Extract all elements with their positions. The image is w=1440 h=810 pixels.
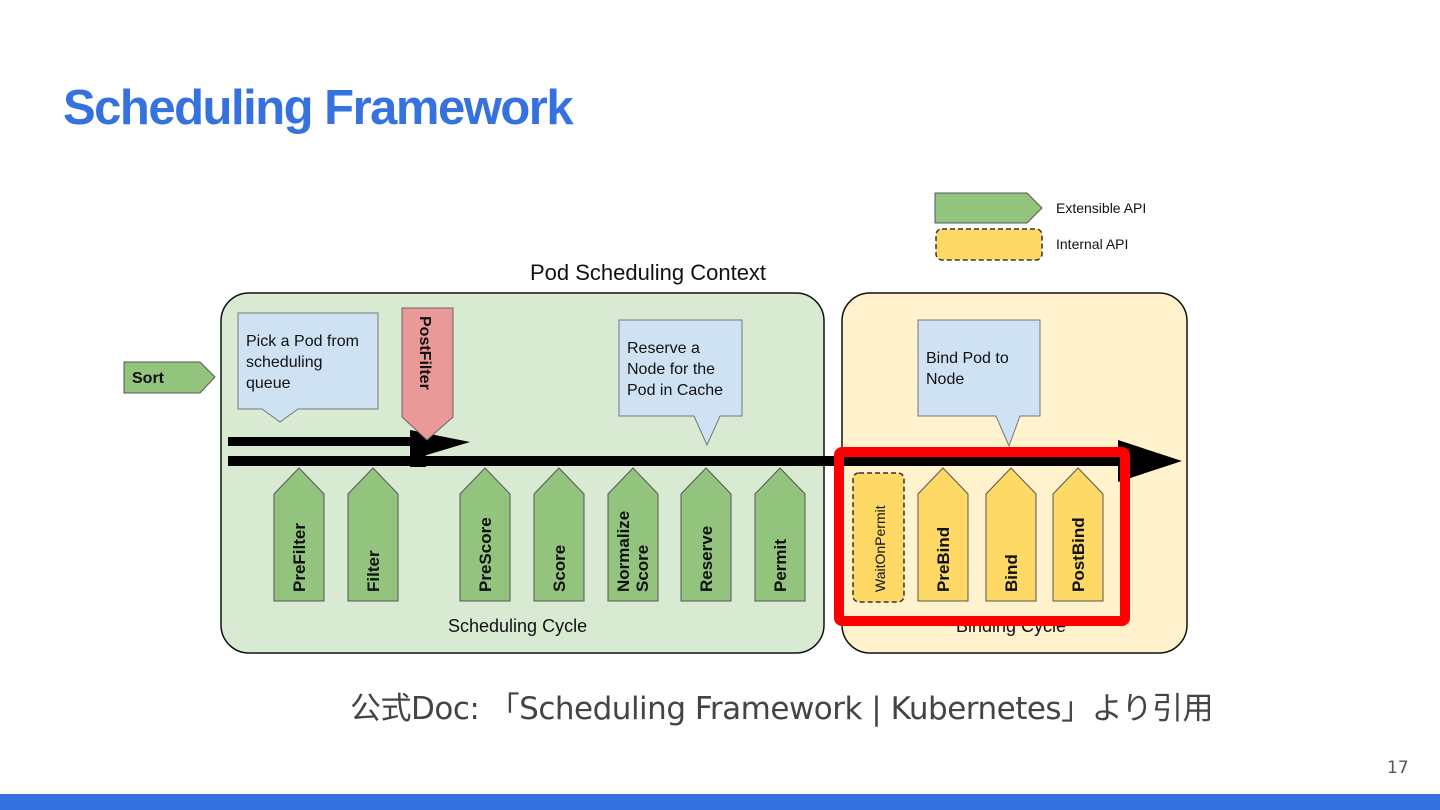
normalize-score-label: Score [633, 545, 652, 592]
legend-internal-label: Internal API [1056, 236, 1128, 252]
callout-pick-line: Pick a Pod from [246, 333, 359, 350]
page-number: 17 [1387, 758, 1409, 778]
legend-extensible-label: Extensible API [1056, 200, 1146, 216]
callout-bind-line: Bind Pod to [926, 350, 1009, 367]
callout-bind-line: Node [926, 371, 964, 388]
normalize-score-label: Normalize [614, 511, 633, 592]
prescore-plugin [459, 467, 511, 602]
bind-plugin [985, 467, 1037, 602]
legend-internal-swatch [935, 228, 1043, 261]
callout-pick-line: scheduling [246, 354, 323, 371]
callout-reserve-line: Node for the [627, 361, 715, 378]
sort-plugin [123, 361, 216, 394]
callout-reserve-line: Pod in Cache [627, 382, 723, 399]
wait-on-permit-plugin [852, 472, 905, 603]
postfilter-label: PostFilter [416, 316, 433, 390]
scheduling-cycle-label: Scheduling Cycle [448, 616, 587, 636]
callout-pick-pod [237, 312, 379, 423]
prebind-label: PreBind [934, 527, 953, 592]
reserve-label: Reserve [697, 526, 716, 592]
filter-label: Filter [364, 550, 383, 592]
callout-reserve [618, 319, 743, 447]
slide-title: Scheduling Framework [63, 81, 574, 135]
callout-reserve-text: Reserve a Node for the Pod in Cache [627, 340, 723, 399]
postfilter-plugin [401, 307, 454, 441]
callout-pick-text: Pick a Pod from scheduling queue [246, 333, 363, 392]
score-plugin [533, 467, 585, 602]
legend: Extensible API Internal API [934, 192, 1146, 261]
callout-pick-line: queue [246, 375, 291, 392]
prescore-label: PreScore [476, 517, 495, 592]
source-caption: 公式Doc: 「Scheduling Framework | Kubernete… [350, 691, 1213, 727]
bind-label: Bind [1002, 554, 1021, 592]
filter-plugin [347, 467, 399, 602]
reserve-plugin [680, 467, 732, 602]
callout-bind [917, 319, 1041, 448]
arrow-head [1118, 440, 1182, 482]
footer-bar [0, 794, 1440, 810]
postbind-label: PostBind [1069, 517, 1088, 592]
permit-label: Permit [771, 539, 790, 592]
flow-arrows [228, 430, 1182, 482]
callout-reserve-line: Reserve a [627, 340, 700, 357]
sort-label: Sort [132, 370, 165, 387]
highlight-box [834, 447, 1130, 626]
wait-on-permit-label: WaitOnPermit [872, 505, 888, 592]
legend-extensible-swatch [934, 192, 1043, 224]
callout-bind-text: Bind Pod to Node [926, 350, 1013, 388]
prebind-plugin [917, 467, 969, 602]
context-title: Pod Scheduling Context [530, 260, 766, 285]
permit-plugin [754, 467, 806, 602]
prefilter-plugin [273, 467, 325, 602]
score-label: Score [550, 545, 569, 592]
prefilter-label: PreFilter [290, 523, 309, 592]
postbind-plugin [1052, 467, 1104, 602]
normalize-score-plugin [607, 467, 659, 602]
binding-plugins: PreBind Bind PostBind [917, 467, 1104, 602]
